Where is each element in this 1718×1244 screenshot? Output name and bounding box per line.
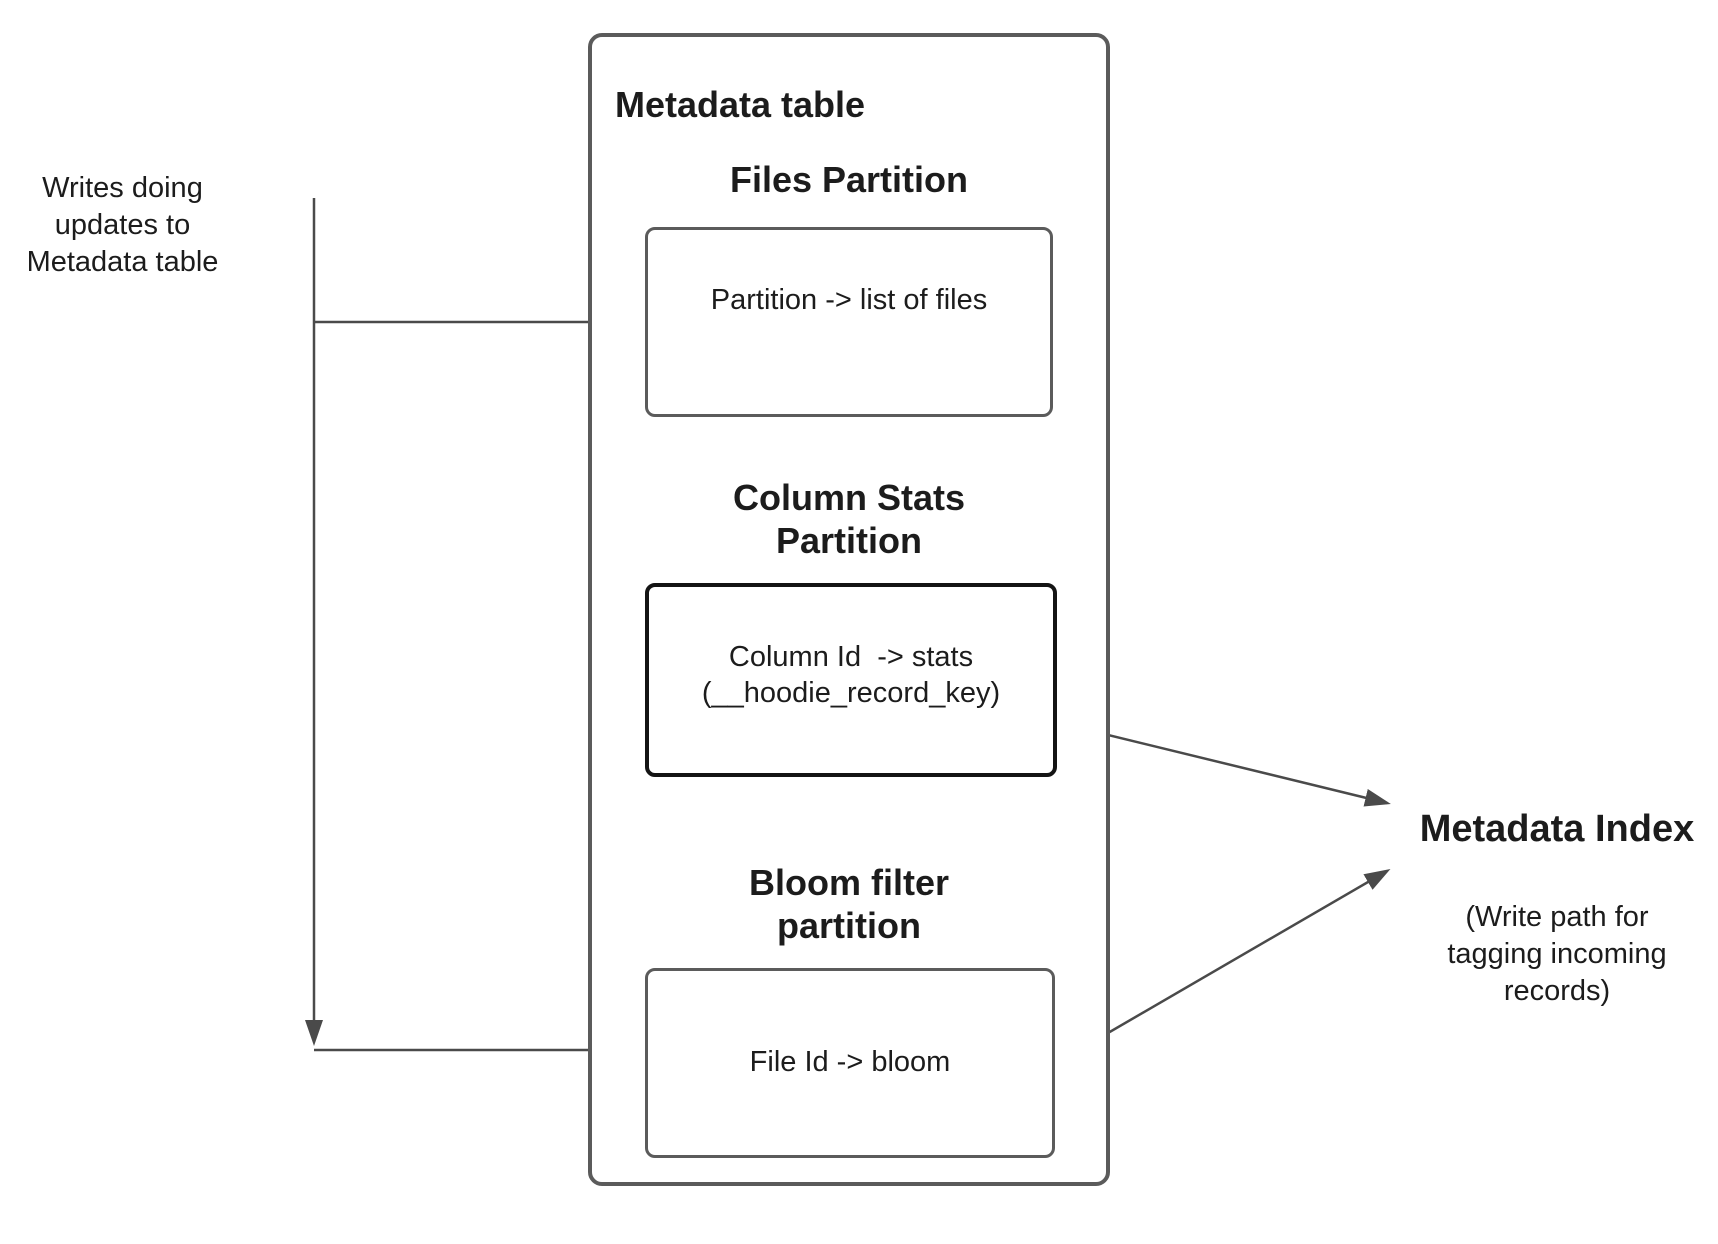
metadata-table-title: Metadata table <box>615 84 866 125</box>
column-stats-partition-content: Column Id -> stats (__hoodie_record_key) <box>701 641 1001 709</box>
files-partition-heading: Files Partition <box>729 159 969 200</box>
column-stats-partition-heading: Column Stats Partition <box>732 477 965 561</box>
files-partition-content: Partition -> list of files <box>710 284 988 316</box>
column-stats-partition-box: Column Id -> stats (__hoodie_record_key) <box>645 583 1057 777</box>
files-partition-box: Partition -> list of files <box>645 227 1053 417</box>
writes-note: Writes doing updates to Metadata table <box>26 172 219 278</box>
metadata-index-subtitle: (Write path for tagging incoming records… <box>1447 901 1667 1007</box>
bloom-filter-partition-content: File Id -> bloom <box>749 1046 951 1078</box>
bloom-filter-partition-heading: Bloom filter partition <box>748 862 949 946</box>
bloom-filter-partition-box: File Id -> bloom <box>645 968 1055 1158</box>
metadata-index-title: Metadata Index <box>1419 808 1695 850</box>
